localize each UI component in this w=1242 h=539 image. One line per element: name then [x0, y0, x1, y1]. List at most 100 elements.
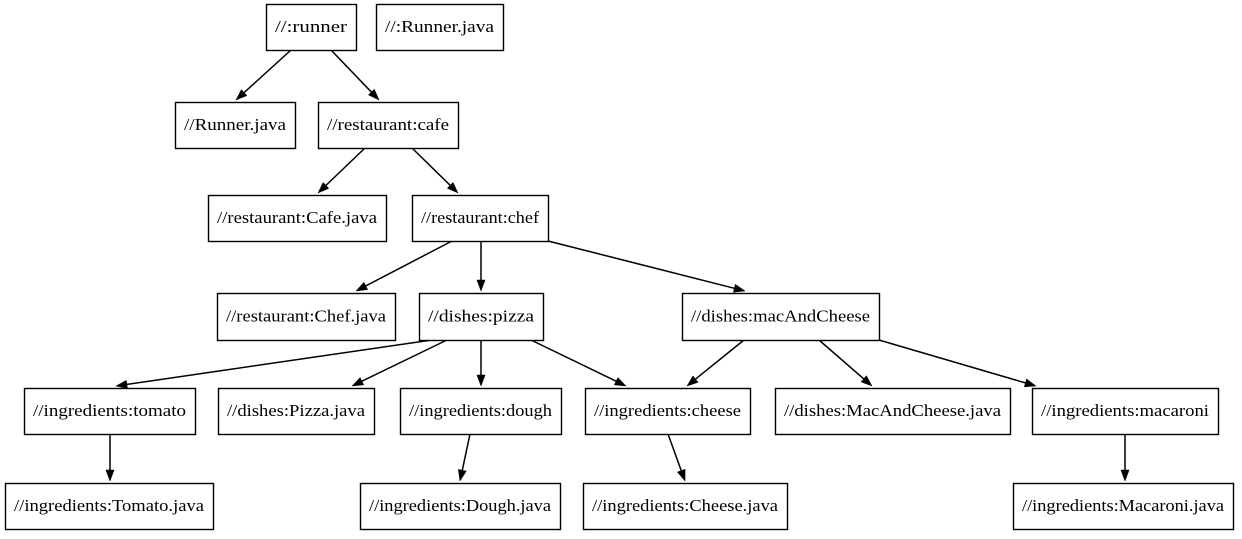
- graph-node-runner_java[interactable]: //Runner.java: [174, 101, 297, 150]
- node-box[interactable]: [582, 482, 789, 531]
- arrowhead-icon: [613, 377, 627, 387]
- node-label: //:Runner.java: [385, 17, 495, 36]
- edge-restaurant_cafe-to-restaurant_cafejava: [317, 147, 366, 194]
- node-box[interactable]: [584, 387, 752, 436]
- node-label: //dishes:Pizza.java: [227, 401, 366, 420]
- edge-restaurant_chef-to-dishes_pizza: [476, 241, 486, 292]
- edge-dishes_mac-to-ing_cheese: [686, 339, 745, 387]
- edge-line: [126, 339, 433, 386]
- arrowhead-icon: [355, 281, 369, 292]
- node-label: //dishes:macAndCheese: [691, 306, 870, 325]
- arrowhead-icon: [676, 468, 686, 482]
- node-box[interactable]: [375, 3, 505, 52]
- node-label: //ingredients:Tomato.java: [14, 496, 205, 515]
- graph-node-ing_tomatojava[interactable]: //ingredients:Tomato.java: [4, 482, 215, 531]
- graph-node-ing_doughjava[interactable]: //ingredients:Dough.java: [359, 482, 562, 531]
- edge-line: [361, 339, 448, 382]
- graph-node-ing_macaronijava[interactable]: //ingredients:Macaroni.java: [1012, 482, 1235, 531]
- node-box[interactable]: [265, 3, 358, 52]
- edge-dishes_pizza-to-ing_cheese: [530, 339, 627, 387]
- node-box[interactable]: [399, 387, 563, 436]
- graph-node-runner_java_root[interactable]: //:Runner.java: [375, 3, 505, 52]
- graph-node-dishes_mac[interactable]: //dishes:macAndCheese: [681, 292, 881, 342]
- arrowhead-icon: [1023, 378, 1037, 388]
- arrowhead-icon: [732, 283, 746, 293]
- edge-runner-to-restaurant_cafe: [330, 49, 380, 101]
- arrowhead-icon: [457, 469, 467, 482]
- node-label: //ingredients:Macaroni.java: [1022, 496, 1225, 515]
- edge-dishes_mac-to-dishes_macjava: [818, 339, 873, 387]
- edge-restaurant_chef-to-restaurant_chefjava: [355, 240, 453, 292]
- graph-node-ing_dough[interactable]: //ingredients:dough: [399, 387, 563, 436]
- arrowhead-icon: [476, 374, 486, 387]
- graph-node-ing_cheese[interactable]: //ingredients:cheese: [584, 387, 752, 436]
- node-label: //ingredients:dough: [409, 401, 553, 420]
- edge-ing_cheese-to-ing_cheesejava: [667, 433, 686, 482]
- node-box[interactable]: [217, 387, 376, 436]
- edge-runner-to-runner_java: [235, 49, 292, 101]
- graph-node-ing_cheesejava[interactable]: //ingredients:Cheese.java: [582, 482, 789, 531]
- node-box[interactable]: [418, 292, 545, 342]
- graph-node-dishes_pizza[interactable]: //dishes:pizza: [418, 292, 545, 342]
- arrowhead-icon: [317, 181, 330, 194]
- node-label: //ingredients:tomato: [33, 401, 186, 420]
- node-box[interactable]: [1012, 482, 1235, 531]
- node-box[interactable]: [207, 194, 388, 243]
- edge-restaurant_chef-to-dishes_mac: [547, 240, 746, 293]
- node-box[interactable]: [774, 387, 1012, 436]
- edge-dishes_pizza-to-ing_tomato: [115, 339, 433, 389]
- node-box[interactable]: [317, 101, 460, 150]
- graph-node-restaurant_cafejava[interactable]: //restaurant:Cafe.java: [207, 194, 388, 243]
- node-box[interactable]: [359, 482, 562, 531]
- graph-node-dishes_macjava[interactable]: //dishes:MacAndCheese.java: [774, 387, 1012, 436]
- node-box[interactable]: [23, 387, 197, 436]
- graph-node-runner[interactable]: //:runner: [265, 3, 358, 52]
- edge-ing_dough-to-ing_doughjava: [457, 433, 471, 482]
- node-box[interactable]: [4, 482, 215, 531]
- node-label: //dishes:pizza: [428, 306, 535, 325]
- edge-line: [365, 240, 453, 287]
- edge-dishes_pizza-to-dishes_pizzajava: [351, 339, 448, 387]
- edge-restaurant_cafe-to-restaurant_chef: [411, 147, 459, 194]
- arrowhead-icon: [235, 89, 248, 101]
- node-label: //ingredients:Cheese.java: [592, 496, 779, 515]
- node-label: //restaurant:chef: [421, 208, 540, 227]
- arrowhead-icon: [115, 379, 128, 389]
- edge-dishes_mac-to-ing_macaroni: [878, 339, 1037, 388]
- edge-dishes_pizza-to-ing_dough: [476, 340, 486, 387]
- edge-ing_macaroni-to-ing_macaronijava: [1120, 434, 1130, 482]
- graph-node-restaurant_chef[interactable]: //restaurant:chef: [411, 194, 550, 243]
- arrowhead-icon: [686, 375, 699, 387]
- arrowhead-icon: [1120, 469, 1130, 482]
- edge-line: [243, 49, 292, 94]
- graph-node-dishes_pizzajava[interactable]: //dishes:Pizza.java: [217, 387, 376, 436]
- graph-node-ing_macaroni[interactable]: //ingredients:macaroni: [1031, 387, 1220, 436]
- node-box[interactable]: [1031, 387, 1220, 436]
- arrowhead-icon: [367, 88, 380, 101]
- node-label: //restaurant:Chef.java: [226, 306, 387, 325]
- arrowhead-icon: [860, 375, 873, 387]
- node-box[interactable]: [216, 292, 397, 342]
- edge-line: [878, 339, 1026, 384]
- node-box[interactable]: [174, 101, 297, 150]
- node-label: //dishes:MacAndCheese.java: [784, 401, 1002, 420]
- edge-line: [411, 147, 451, 186]
- edges-layer: [105, 49, 1130, 482]
- node-label: //ingredients:macaroni: [1041, 401, 1209, 420]
- arrowhead-icon: [105, 469, 115, 482]
- graph-node-restaurant_cafe[interactable]: //restaurant:cafe: [317, 101, 460, 150]
- node-label: //:runner: [275, 17, 348, 36]
- edge-line: [530, 339, 617, 382]
- node-label: //Runner.java: [184, 115, 287, 134]
- node-box[interactable]: [681, 292, 881, 342]
- graph-node-restaurant_chefjava[interactable]: //restaurant:Chef.java: [216, 292, 397, 342]
- edge-line: [325, 147, 366, 186]
- edge-line: [695, 339, 745, 380]
- arrowhead-icon: [351, 377, 365, 387]
- node-box[interactable]: [411, 194, 550, 243]
- nodes-layer: //:runner //:Runner.java //Runner.java //re…: [4, 3, 1235, 531]
- graph-node-ing_tomato[interactable]: //ingredients:tomato: [23, 387, 197, 436]
- node-label: //restaurant:cafe: [327, 115, 449, 134]
